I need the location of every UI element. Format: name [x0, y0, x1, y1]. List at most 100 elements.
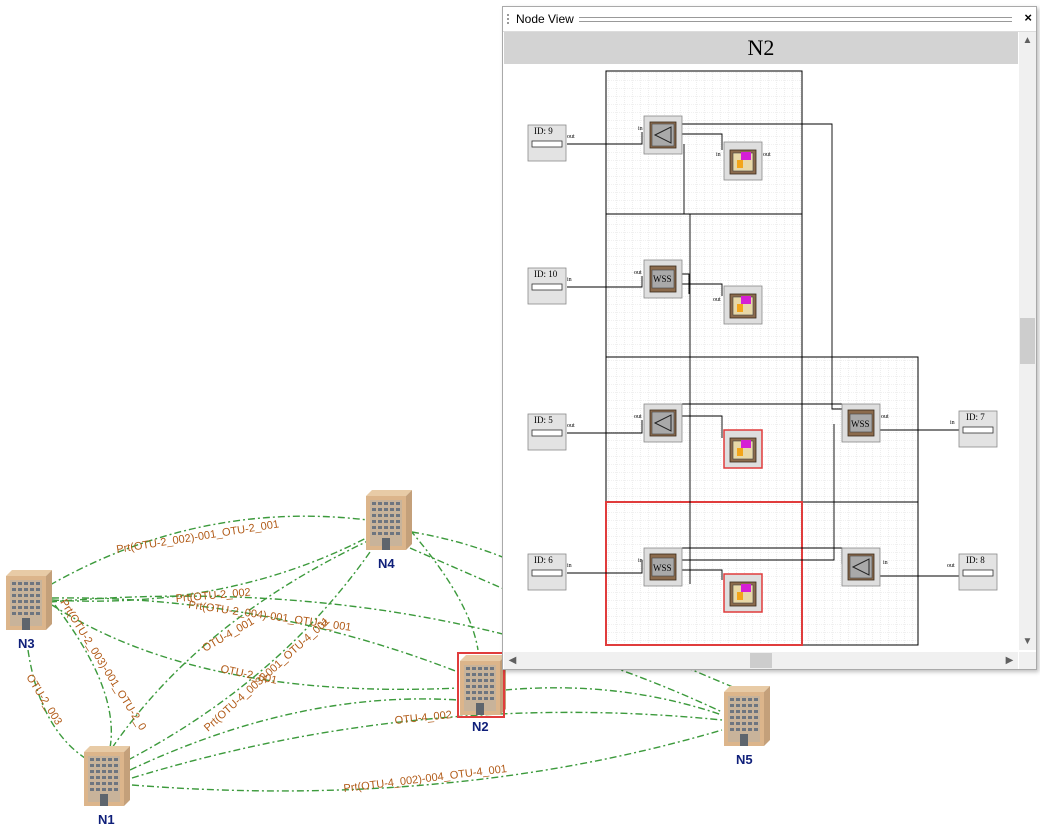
port-dir: out — [567, 134, 575, 140]
amplifier-icon[interactable]: out — [634, 403, 683, 443]
node-n3[interactable]: N3 — [6, 570, 52, 651]
component-port-label: out — [881, 414, 889, 420]
port-id10[interactable]: ID: 10 in — [527, 267, 572, 305]
link-n1-n5-b[interactable] — [131, 729, 723, 792]
link-n1-n5[interactable] — [131, 711, 723, 779]
close-icon[interactable]: × — [1024, 10, 1032, 25]
node-n1[interactable]: N1 — [84, 746, 130, 827]
wss-label: WSS — [653, 563, 672, 573]
link-label: OTU-2_003 — [23, 672, 64, 727]
network-links — [27, 515, 741, 792]
window-title: Node View — [516, 12, 574, 26]
node-view-window[interactable]: Node View × N2 — [502, 6, 1037, 670]
port-dir: in — [567, 277, 572, 283]
component-port-label: in — [716, 152, 721, 158]
port-id5[interactable]: ID: 5 out — [527, 413, 575, 451]
link-n3-n2[interactable] — [51, 597, 459, 673]
link-n2-n5[interactable] — [504, 687, 723, 716]
link-n1-n4[interactable] — [111, 539, 371, 749]
link-n3-n4-b[interactable] — [51, 534, 373, 602]
link-n3-n1[interactable] — [27, 649, 89, 761]
node-n4[interactable]: N4 — [366, 490, 412, 571]
filter-icon[interactable] — [723, 573, 763, 613]
window-titlebar[interactable]: Node View × — [503, 7, 1036, 32]
component-port-label: in — [638, 126, 643, 132]
building-icon — [724, 686, 770, 746]
port-label: ID: 7 — [966, 412, 985, 422]
building-icon — [460, 655, 506, 715]
port-id7[interactable]: ID: 7 in — [950, 410, 998, 448]
port-label: ID: 10 — [534, 269, 558, 279]
scroll-left-icon[interactable]: ◀ — [508, 655, 517, 666]
wss-icon[interactable]: WSS in — [638, 547, 683, 587]
node-n2[interactable]: N2 — [457, 652, 506, 734]
port-label: ID: 9 — [534, 126, 553, 136]
scroll-corner — [1019, 652, 1036, 669]
node-n5[interactable]: N5 — [724, 686, 770, 767]
building-icon — [6, 570, 52, 630]
link-n1-n4-b[interactable] — [127, 551, 371, 761]
amplifier-icon[interactable]: in — [638, 115, 683, 155]
link-label: Prt(OTU-2_002)-001_OTU-2_001 — [116, 518, 280, 556]
link-n3-n1-b[interactable] — [54, 604, 113, 749]
scroll-thumb[interactable] — [750, 653, 772, 668]
port-dir: out — [567, 423, 575, 429]
component-port-label: in — [638, 558, 643, 564]
link-label: Prt(OTU-2_003)-001_OTU-2_0 — [57, 597, 148, 732]
selection-outline — [457, 652, 505, 718]
node-label: N1 — [98, 812, 115, 827]
filter-icon[interactable]: in out — [716, 141, 771, 181]
vertical-scrollbar[interactable]: ▲ ▼ — [1019, 32, 1036, 650]
port-label: ID: 6 — [534, 555, 553, 565]
scroll-right-icon[interactable]: ▶ — [1005, 655, 1014, 666]
horizontal-scrollbar[interactable]: ◀ ▶ — [504, 652, 1018, 669]
node-label: N4 — [378, 556, 395, 571]
port-label: ID: 5 — [534, 415, 553, 425]
link-label: Prt(OTU-2_004)-001_OTU-4_001 — [188, 599, 353, 634]
amplifier-icon[interactable]: in — [841, 547, 888, 587]
link-label: OTU-4_002 — [394, 709, 452, 727]
scroll-down-icon[interactable]: ▼ — [1022, 636, 1033, 647]
node-label: N2 — [472, 719, 489, 734]
component-port-label: out — [713, 297, 721, 303]
link-n3-n2-b[interactable] — [51, 604, 459, 691]
port-id6[interactable]: ID: 6 in — [527, 553, 572, 591]
selection-outline — [723, 429, 763, 469]
grid-panels — [605, 70, 919, 646]
link-n3-n4[interactable] — [49, 515, 369, 586]
port-id9[interactable]: ID: 9 out — [527, 124, 575, 162]
selection-outline — [723, 573, 763, 613]
port-id8[interactable]: ID: 8 out — [947, 553, 998, 591]
port-dir: in — [567, 563, 572, 569]
node-schematic: ID: 9 out ID: 10 in ID: 5 out ID: 6 in — [527, 70, 998, 646]
node-label: N5 — [736, 752, 753, 767]
component-port-label: in — [883, 560, 888, 566]
port-dir: in — [950, 420, 955, 426]
wss-label: WSS — [653, 274, 672, 284]
link-n4-n2[interactable] — [409, 529, 479, 651]
component-port-label: out — [634, 270, 642, 276]
titlebar-lines — [579, 17, 1012, 22]
node-label: N3 — [18, 636, 35, 651]
grip-icon[interactable] — [507, 14, 517, 24]
wss-icon[interactable]: WSS out — [841, 403, 889, 443]
scroll-up-icon[interactable]: ▲ — [1022, 35, 1033, 46]
port-label: ID: 8 — [966, 555, 985, 565]
component-port-label: out — [634, 414, 642, 420]
node-view-canvas[interactable]: ID: 9 out ID: 10 in ID: 5 out ID: 6 in — [504, 64, 1018, 650]
node-title: N2 — [504, 32, 1018, 64]
link-label: OTU-4_001 — [201, 615, 257, 654]
building-icon — [366, 490, 412, 550]
link-n1-n2[interactable] — [129, 698, 459, 771]
filter-icon[interactable] — [723, 429, 763, 469]
wss-icon[interactable]: WSS out — [634, 259, 683, 299]
building-icon — [84, 746, 130, 806]
port-dir: out — [947, 563, 955, 569]
component-port-label: out — [763, 152, 771, 158]
scroll-thumb[interactable] — [1020, 318, 1035, 364]
selected-panel — [605, 501, 803, 646]
wss-label: WSS — [851, 419, 870, 429]
link-n4-east[interactable] — [411, 531, 506, 559]
filter-icon[interactable]: out — [713, 285, 763, 325]
